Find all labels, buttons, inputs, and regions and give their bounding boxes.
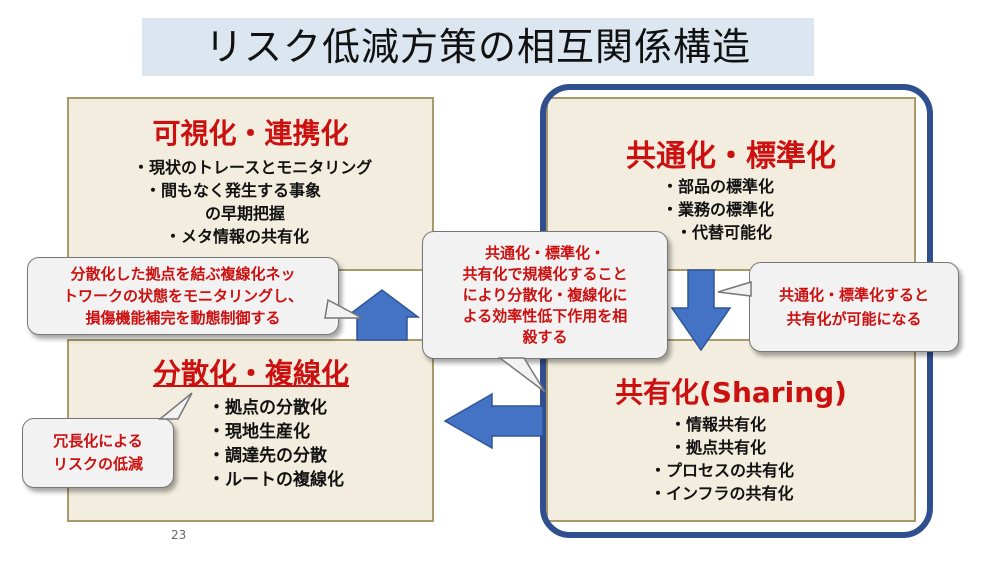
list-item: ・プロセスの共有化 (650, 461, 795, 480)
visualization-box (67, 97, 434, 271)
callout-line: 共有化で規模化すること (462, 264, 628, 283)
callout-tail-icon (324, 298, 363, 319)
list-item: ・インフラの共有化 (650, 484, 794, 503)
callout-line: 共通化・標準化・ (484, 243, 605, 262)
callout-line: 殺する (522, 327, 568, 346)
list-item: ・業務の標準化 (662, 200, 775, 219)
callout-line: 共通化・標準化すると (778, 286, 929, 304)
callout-line: により分散化・複線化に (462, 285, 628, 304)
enable-sharing-callout: 共通化・標準化すると 共有化が可能になる (749, 262, 959, 352)
standardization-list: ・部品の標準化 ・業務の標準化 ・代替可能化 (662, 175, 774, 244)
callout-line: よる効率性低下作用を相 (462, 306, 628, 325)
list-item: の早期把握 (205, 204, 286, 223)
list-item: ・メタ情報の共有化 (165, 227, 310, 246)
network-monitoring-callout: 分散化した拠点を結ぶ複線化ネッ トワークの状態をモニタリングし、 損傷機能補完を… (27, 257, 339, 335)
page-number: 23 (171, 528, 187, 542)
sharing-list: ・情報共有化 ・拠点共有化 ・プロセスの共有化 ・インフラの共有化 (650, 413, 794, 505)
list-item: ・代替可能化 (676, 223, 773, 242)
list-item: ・拠点共有化 (670, 438, 767, 457)
callout-tail-icon (157, 392, 193, 420)
down-arrow-icon (670, 269, 732, 352)
standardization-heading: 共通化・標準化 (626, 139, 836, 174)
list-item: ・調達先の分散 (208, 446, 327, 466)
list-item: ・現地生産化 (208, 422, 310, 442)
sharing-box (546, 339, 916, 522)
list-item: ・間もなく発生する事象 (145, 181, 322, 200)
callout-line: 損傷機能補完を動態制御する (85, 309, 281, 327)
callout-tail-icon (497, 357, 546, 393)
decentralization-heading: 分散化・複線化 (152, 357, 349, 390)
callout-tail-icon (717, 280, 752, 297)
scale-effect-callout: 共通化・標準化・ 共有化で規模化すること により分散化・複線化に よる効率性低下… (422, 231, 668, 359)
callout-line: 冗長化による (53, 432, 143, 450)
list-item: ・ルートの複線化 (208, 470, 344, 490)
sharing-heading: 共有化(Sharing) (615, 376, 847, 409)
redundancy-callout: 冗長化による リスクの低減 (22, 418, 174, 488)
decentralization-list: ・拠点の分散化 ・現地生産化 ・調達先の分散 ・ルートの複線化 (208, 396, 344, 492)
list-item: ・情報共有化 (670, 415, 767, 434)
callout-line: 分散化した拠点を結ぶ複線化ネッ (70, 265, 296, 283)
callout-line: リスクの低減 (52, 455, 143, 473)
left-arrow-icon (443, 392, 544, 450)
callout-line: トワークの状態をモニタリングし、 (62, 287, 303, 305)
decentralization-box (67, 339, 434, 522)
visualization-list: ・現状のトレースとモニタリング ・間もなく発生する事象 の早期把握 ・メタ情報の… (133, 156, 372, 248)
callout-line: 共有化が可能になる (786, 310, 922, 328)
list-item: ・拠点の分散化 (208, 398, 327, 418)
list-item: ・部品の標準化 (662, 177, 775, 196)
list-item: ・現状のトレースとモニタリング (133, 158, 373, 177)
visualization-heading: 可視化・連携化 (152, 117, 349, 150)
page-title: リスク低減方策の相互関係構造 (142, 18, 814, 76)
